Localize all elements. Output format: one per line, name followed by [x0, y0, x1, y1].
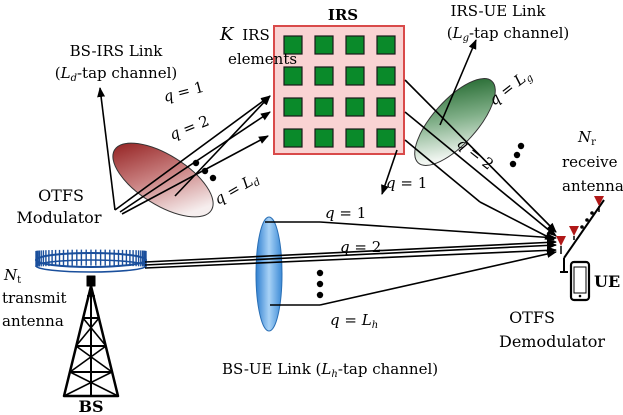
- ue-antenna-label: antenna: [562, 177, 623, 195]
- irs-panel: [273, 25, 405, 155]
- irs-element: [283, 97, 303, 117]
- irs-element: [314, 128, 334, 148]
- irs-element: [345, 97, 365, 117]
- bs-ue-beam-ellipse: [255, 216, 283, 332]
- irs-ue-dots: [509, 142, 525, 168]
- irs-element: [283, 35, 303, 55]
- irs-element: [283, 66, 303, 86]
- bs-irs-q1-label: q = 1: [161, 78, 206, 106]
- irs-ue-qLg-label: q = Lg: [485, 65, 535, 110]
- bs-ue-q1-label: q = 1: [325, 204, 366, 222]
- bs-irs-link-title: BS-IRS Link: [70, 42, 164, 60]
- ue-receive-label: receive: [562, 153, 618, 171]
- irs-ue-tap-label: (Lg-tap channel): [447, 24, 570, 44]
- otfs-demodulator-line2: Demodulator: [499, 332, 605, 351]
- irs-title: IRS: [328, 6, 358, 24]
- bs-irs-q2-label: q = 2: [167, 112, 212, 144]
- bs-ue-qLh-label: q = Lh: [330, 311, 378, 331]
- irs-element: [314, 97, 334, 117]
- irs-element: [376, 66, 396, 86]
- bs-irs-tap-label: (Ld-tap channel): [55, 64, 178, 84]
- bs-irs-dots: [192, 159, 217, 182]
- irs-element: [345, 66, 365, 86]
- irs-ue-q2-label: q = 2: [454, 134, 498, 174]
- bs-ue-q2-label: q = 2: [340, 238, 381, 256]
- otfs-demodulator-line1: OTFS: [509, 308, 555, 327]
- bs-antenna-label: antenna: [2, 312, 64, 330]
- bs-ue-arrows: [144, 221, 557, 306]
- ue-nr-label: Nr: [577, 128, 596, 148]
- bs-ue-dots: [316, 269, 324, 299]
- irs-element-grid: [283, 35, 396, 148]
- irs-element: [376, 97, 396, 117]
- bs-irs-beam-ellipse: [112, 142, 214, 218]
- irs-elements-label: elements: [228, 50, 297, 68]
- irs-element: [376, 128, 396, 148]
- bs-label: BS: [78, 397, 103, 415]
- ue-phone-icon: [569, 260, 591, 302]
- k-irs-elements-label: K IRS: [219, 24, 270, 45]
- bs-antenna-array-icon: [35, 249, 147, 273]
- irs-element: [283, 128, 303, 148]
- irs-ue-link-title: IRS-UE Link: [451, 2, 547, 20]
- bs-ue-link-caption: BS-UE Link (Lh-tap channel): [222, 360, 438, 380]
- irs-element: [345, 35, 365, 55]
- ue-label: UE: [594, 272, 620, 291]
- irs-element: [314, 35, 334, 55]
- otfs-modulator-line2: Modulator: [17, 208, 102, 227]
- bs-tower-icon: [62, 275, 120, 398]
- irs-element: [314, 66, 334, 86]
- irs-element: [376, 35, 396, 55]
- irs-element: [345, 128, 365, 148]
- irs-ue-beam-ellipse: [414, 78, 496, 166]
- bs-irs-qLd-label: q = Ld: [211, 169, 263, 210]
- bs-nt-label: Nt: [3, 266, 21, 286]
- bs-transmit-label: transmit: [2, 289, 67, 307]
- ue-receive-antenna-icon: [556, 196, 605, 273]
- otfs-modulator-line1: OTFS: [38, 186, 84, 205]
- irs-ue-arrows: [381, 39, 557, 241]
- irs-ue-q1-label: q = 1: [386, 174, 427, 192]
